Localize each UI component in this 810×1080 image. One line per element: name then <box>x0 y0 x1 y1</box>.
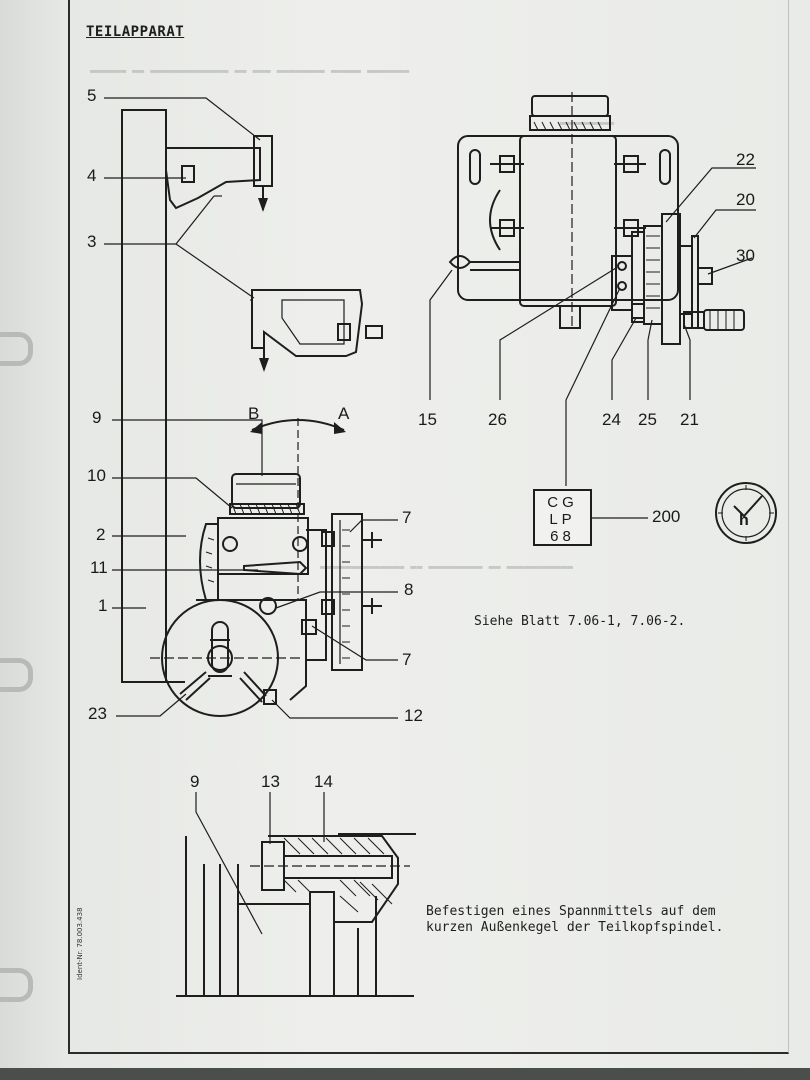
code-box-line-1: CG <box>547 494 578 511</box>
lubricant-code-box: CG LP 68 <box>533 489 592 546</box>
leader-lines-left <box>104 97 398 719</box>
clock-icon <box>715 482 777 544</box>
ident-number: Ident-Nr. 78.003.438 <box>76 907 84 980</box>
direction-label-a: A <box>338 404 350 423</box>
callout-23: 23 <box>88 704 107 723</box>
callout-1: 1 <box>98 596 108 615</box>
callout-24: 24 <box>602 410 621 429</box>
spindle-head <box>199 473 309 601</box>
chuck-housing <box>150 597 317 717</box>
callout-9-section: 9 <box>190 772 200 791</box>
code-box-line-2: LP <box>549 511 576 528</box>
support-arm-lower <box>250 289 383 372</box>
bleed-through-text: ▬▬▬▬▬▬ ▬▬ ▬▬▬▬▬▬▬▬▬▬▬▬▬ ▬▬ ▬▬▬ ▬▬▬▬▬▬▬▬ … <box>90 66 410 77</box>
callout-8: 8 <box>404 580 414 599</box>
section-view <box>176 792 416 997</box>
code-box-line-3: 68 <box>550 528 575 545</box>
callout-12: 12 <box>404 706 423 725</box>
callout-14: 14 <box>314 772 333 791</box>
binder-ring-bottom <box>0 968 33 1002</box>
callout-21: 21 <box>680 410 699 429</box>
callout-22: 22 <box>736 150 755 169</box>
callout-15: 15 <box>418 410 437 429</box>
clock-letter-h: h <box>739 512 749 529</box>
callout-20: 20 <box>736 190 755 209</box>
callout-9: 9 <box>92 408 102 427</box>
front-view <box>448 92 745 345</box>
binder-ring-middle <box>0 658 33 692</box>
callout-3: 3 <box>87 232 97 251</box>
callout-5: 5 <box>87 86 97 105</box>
callout-2: 2 <box>96 525 106 544</box>
callout-7-bottom: 7 <box>402 650 412 669</box>
callout-11: 11 <box>90 558 108 577</box>
callout-7-top: 7 <box>402 508 412 527</box>
binder-ring-top <box>0 332 33 366</box>
bleed-through-text: ▬▬▬▬▬▬▬▬▬▬▬▬▬▬ ▬▬ ▬▬▬▬▬▬▬▬▬ ▬▬ ▬▬▬▬▬▬▬▬▬… <box>320 562 573 573</box>
caption-line-1: Befestigen eines Spannmittels auf dem <box>426 904 716 919</box>
direction-label-b: B <box>248 404 260 423</box>
callout-10: 10 <box>87 466 106 485</box>
support-arm-upper <box>165 135 273 212</box>
page-frame <box>68 0 789 1054</box>
callout-30: 30 <box>736 246 755 265</box>
column-body <box>121 109 185 683</box>
callout-4: 4 <box>87 166 97 185</box>
reference-text: Siehe Blatt 7.06-1, 7.06-2. <box>474 614 686 629</box>
callout-26: 26 <box>488 410 507 429</box>
page-title: TEILAPPARAT <box>86 24 185 40</box>
bleed-through-text: ▬▬▬▬▬▬▬▬▬ <box>560 118 615 129</box>
leader-lines-right <box>429 167 756 519</box>
callout-13: 13 <box>261 772 280 791</box>
callout-25: 25 <box>638 410 657 429</box>
callout-200: 200 <box>652 507 681 526</box>
caption-line-2: kurzen Außenkegel der Teilkopfspindel. <box>426 920 724 935</box>
